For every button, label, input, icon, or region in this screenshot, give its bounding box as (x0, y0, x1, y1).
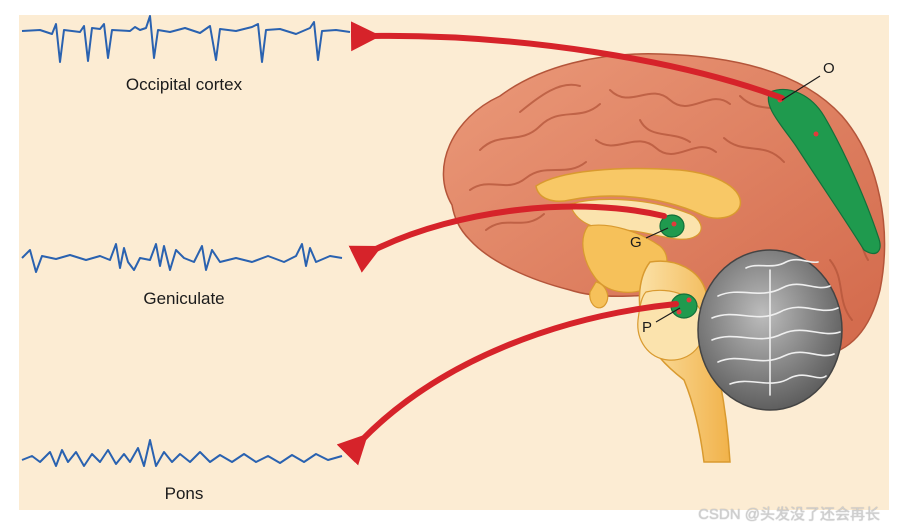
occipital-cortex-label: Occipital cortex (126, 75, 243, 94)
geniculate-marker-letter: G (630, 234, 642, 251)
geniculate-arrow (348, 203, 667, 273)
pons-arrow (336, 301, 679, 466)
occipital-arrow (350, 21, 785, 101)
geniculate-electrode-dot (671, 221, 677, 227)
occipital-eeg-trace (21, 15, 351, 63)
brain-illustration (442, 53, 886, 463)
pons-electrode-dot-2 (676, 309, 682, 315)
cerebellum (697, 249, 843, 411)
occipital-active-region (767, 88, 881, 255)
occipital-marker-line (781, 75, 821, 101)
pons-label: Pons (165, 484, 204, 503)
pons-electrode-dot (686, 297, 692, 303)
pons-marker-line (655, 307, 681, 323)
pons-marker-letter: P (642, 319, 652, 336)
geniculate-label: Geniculate (143, 289, 224, 308)
geniculate-active-region (659, 214, 685, 238)
geniculate-marker-line (645, 227, 669, 239)
corpus-callosum (535, 167, 742, 219)
watermark-text: CSDN @头发没了还会再长 (698, 506, 880, 523)
occipital-marker-letter: O (823, 60, 835, 77)
pituitary (589, 281, 609, 309)
pons-eeg-trace (21, 439, 343, 467)
geniculate-eeg-trace (21, 243, 343, 273)
occipital-electrode-dot-2 (813, 131, 819, 137)
